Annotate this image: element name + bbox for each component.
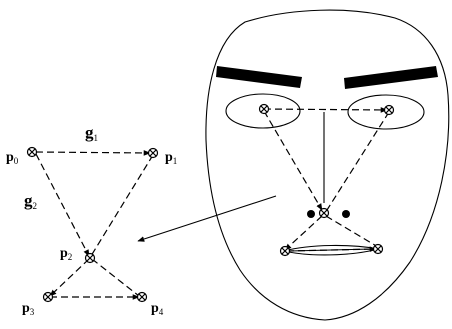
node-p0: [26, 146, 38, 158]
vector-g1-line: [35, 150, 151, 156]
face-outline: [205, 9, 450, 321]
label-p1: p1: [165, 150, 177, 166]
label-p4: p4: [151, 301, 164, 317]
nose-to-left-mouth-vector: [284, 215, 323, 251]
vector-g2-line: [35, 153, 90, 257]
node-p1: [147, 147, 159, 159]
nose-node: [318, 207, 330, 219]
label-g1: g1: [85, 123, 98, 143]
right-nostril-dot: [342, 210, 350, 218]
left-nostril-dot: [307, 210, 315, 218]
eye-to-eye-vector: [263, 107, 388, 113]
left-mouth-node: [279, 245, 291, 257]
left-eyebrow: [216, 66, 302, 88]
p1-to-p2-line: [90, 154, 154, 257]
p2-to-p3-line: [49, 258, 90, 297]
right-mouth-node: [372, 243, 384, 255]
node-p2: [84, 252, 96, 264]
left-eye: [225, 93, 301, 129]
label-p3: p3: [22, 301, 35, 317]
mouth-corner-vector: [286, 246, 377, 252]
label-g2: g2: [24, 191, 37, 211]
nose-to-right-mouth-vector: [325, 215, 379, 248]
p2-to-p4-line: [91, 258, 140, 297]
right-eye-node: [383, 104, 395, 116]
node-p4: [136, 291, 148, 303]
left-eye-node: [258, 103, 270, 115]
mapping-arrow: [137, 195, 277, 242]
label-p0: p0: [6, 150, 19, 166]
label-p2: p2: [60, 246, 72, 262]
node-p3: [42, 291, 54, 303]
right-eye-to-nose-vector: [326, 111, 390, 211]
right-eye: [347, 94, 425, 130]
right-eyebrow: [344, 66, 438, 89]
left-eye-to-nose-vector: [263, 110, 323, 211]
